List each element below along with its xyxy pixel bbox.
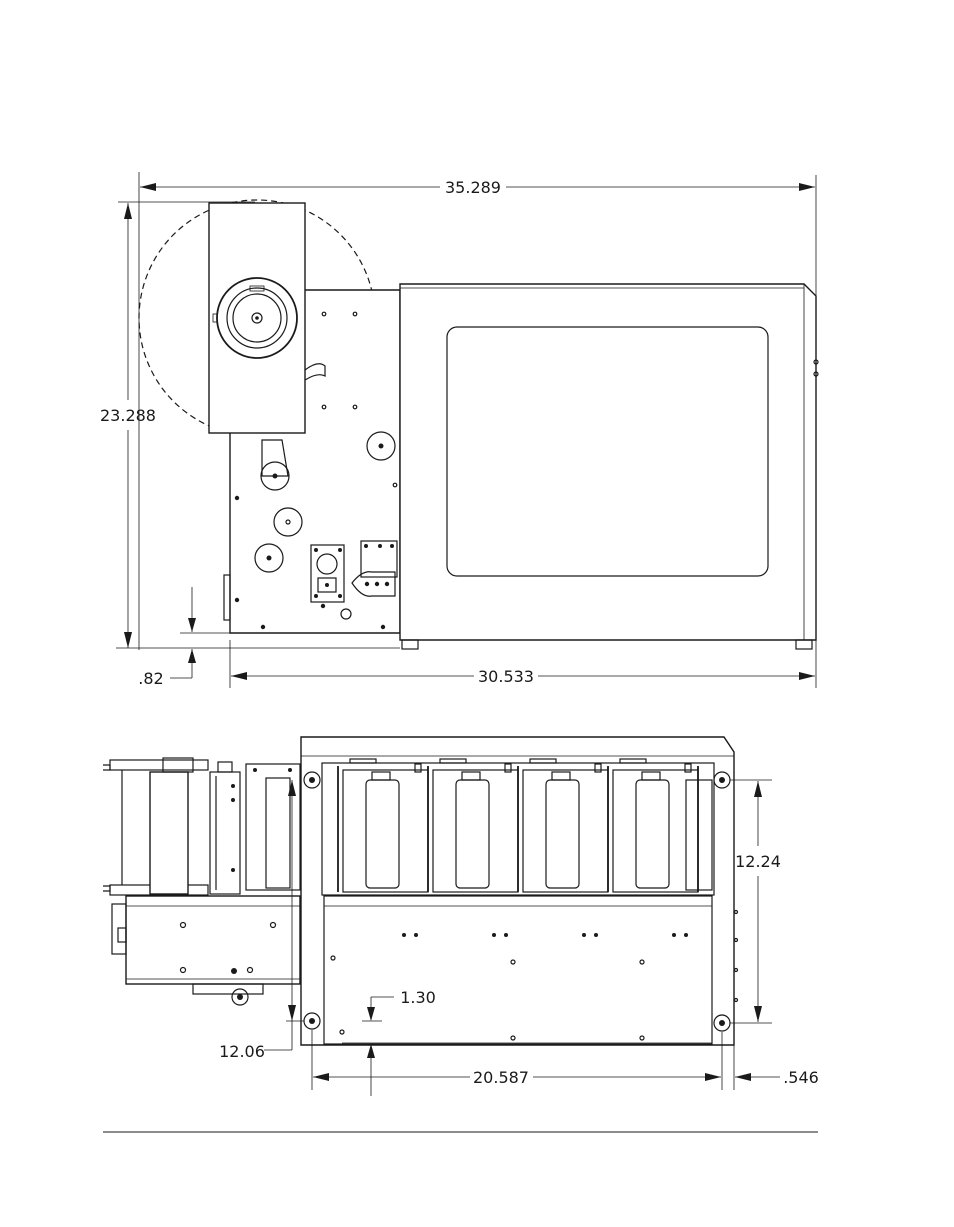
- label-roll-top: [103, 758, 240, 895]
- depth-label: 12.24: [735, 852, 781, 871]
- cabinet-width-label: 30.533: [478, 667, 534, 686]
- rear-offset-label: .546: [783, 1068, 819, 1087]
- applicator-depth-label: 12.06: [219, 1042, 265, 1061]
- cabinet-width-dimension: 30.533: [230, 640, 815, 688]
- rack-width-label: 20.587: [473, 1068, 529, 1087]
- base-offset-label: .82: [138, 669, 163, 688]
- side-view: 35.289 23.288: [100, 172, 818, 688]
- overall-width-label: 35.289: [445, 178, 501, 197]
- overall-height-label: 23.288: [100, 406, 156, 425]
- cabinet-side: [400, 284, 818, 649]
- rack-top: [301, 737, 738, 1045]
- top-view: 12.24 12.06 1.30: [103, 737, 819, 1096]
- front-inset-label: 1.30: [400, 988, 436, 1007]
- depth-dimension: 12.24: [730, 780, 781, 1023]
- rear-offset-dimension: .546: [734, 1045, 819, 1090]
- base-offset-dimension: .82: [138, 587, 230, 688]
